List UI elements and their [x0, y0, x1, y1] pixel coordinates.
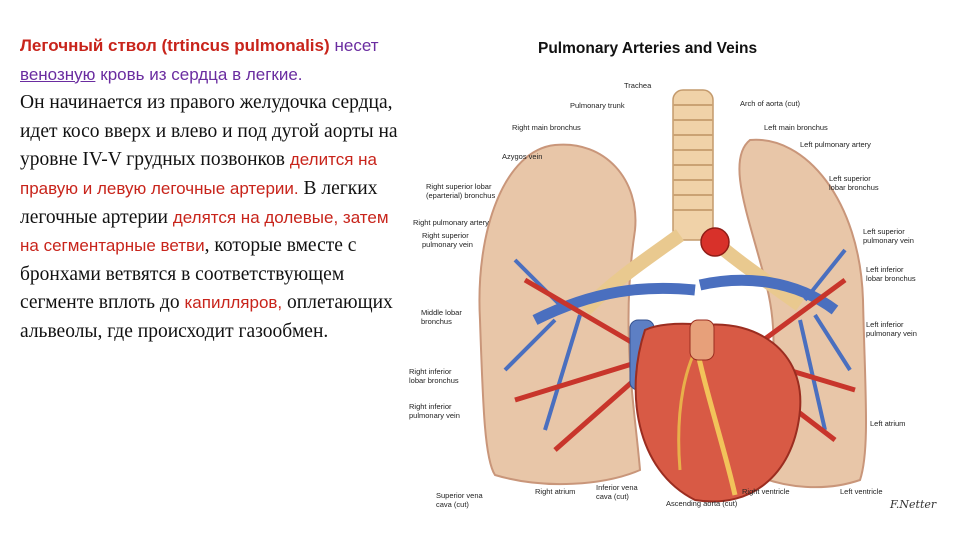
text-bronchi: , которые вместе с бронхами ветвятся в с…	[20, 235, 357, 314]
label-right-main-bronchus: Right main bronchus	[512, 123, 581, 132]
label-inferior-vena-cava: Inferior vena cava (cut)	[596, 483, 638, 501]
figure-title: Pulmonary Arteries and Veins	[538, 40, 758, 57]
carries-text: несет	[334, 36, 379, 55]
text-origin: Он начинается из правого желудочка сердц…	[20, 92, 398, 171]
text-alveoli: оплетающих альвеолы, где происходит газо…	[20, 292, 393, 342]
text-capillaries: капилляров,	[184, 293, 283, 313]
label-pulmonary-trunk: Pulmonary trunk	[570, 101, 625, 110]
label-superior-vena-cava: Superior vena cava (cut)	[436, 491, 483, 509]
label-azygos-vein: Azygos vein	[502, 152, 543, 161]
paragraph-intro: Легочный ствол (trtincus pulmonalis) нес…	[20, 32, 405, 89]
label-arch-of-aorta: Arch of aorta (cut)	[740, 99, 801, 108]
label-right-pulmonary-artery: Right pulmonary artery	[413, 218, 489, 227]
description-text: Легочный ствол (trtincus pulmonalis) нес…	[20, 32, 405, 347]
label-left-inferior-pulmonary-vein: Left inferior pulmonary vein	[866, 320, 917, 338]
label-left-pulmonary-artery: Left pulmonary artery	[800, 140, 871, 149]
label-right-superior-pulmonary-vein: Right superior pulmonary vein	[422, 231, 473, 249]
label-right-inferior-pulmonary-vein: Right inferior pulmonary vein	[409, 402, 460, 420]
label-left-ventricle: Left ventricle	[840, 487, 883, 496]
label-left-main-bronchus: Left main bronchus	[764, 123, 828, 132]
label-left-superior-pulmonary-vein: Left superior pulmonary vein	[863, 227, 914, 245]
artist-signature: F.Netter	[889, 498, 937, 511]
text-lungs: В легких легочные артерии	[20, 177, 378, 228]
blood-text: кровь из сердца в легкие.	[100, 64, 303, 84]
label-left-atrium: Left atrium	[870, 419, 906, 428]
venous-link[interactable]: венозную	[20, 64, 96, 84]
text-branches: делятся на долевые, затем на сегментарны…	[20, 207, 389, 256]
label-right-superior-lobar-bronchus: Right superior lobar (eparterial) bronch…	[426, 182, 496, 200]
label-right-atrium: Right atrium	[535, 487, 576, 496]
paragraph-main: Он начинается из правого желудочка сердц…	[20, 89, 405, 346]
text-division: делится на правую и левую легочные артер…	[20, 150, 377, 198]
lung-heart-illustration: F.Netter	[478, 89, 937, 511]
label-right-inferior-lobar-bronchus: Right inferior lobar bronchus	[409, 367, 459, 385]
label-left-inferior-lobar-bronchus: Left inferior lobar bronchus	[866, 265, 916, 283]
label-right-ventricle: Right ventricle	[742, 487, 790, 496]
heading-term: Легочный ствол (trtincus pulmonalis)	[20, 36, 330, 55]
label-ascending-aorta: Ascending aorta (cut)	[666, 499, 738, 508]
label-middle-lobar-bronchus: Middle lobar bronchus	[421, 308, 462, 326]
label-trachea: Trachea	[624, 81, 652, 90]
label-left-superior-lobar-bronchus: Left superior lobar bronchus	[829, 174, 879, 192]
